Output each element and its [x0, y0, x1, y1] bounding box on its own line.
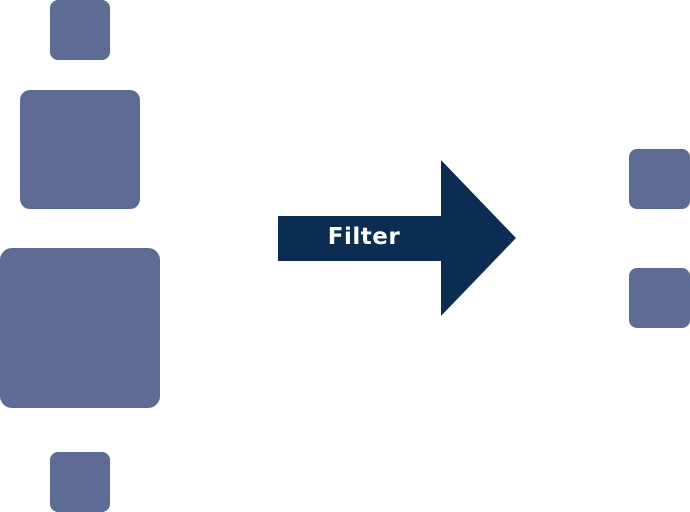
input-square-small-bottom	[50, 452, 110, 512]
arrow-label: Filter	[327, 224, 401, 250]
output-square-top	[629, 149, 690, 209]
output-square-bottom	[629, 268, 690, 328]
input-square-medium	[20, 90, 140, 209]
arrow-shape	[278, 160, 516, 316]
input-square-large	[0, 248, 160, 408]
input-square-small-top	[50, 0, 110, 60]
filter-arrow	[278, 160, 516, 316]
